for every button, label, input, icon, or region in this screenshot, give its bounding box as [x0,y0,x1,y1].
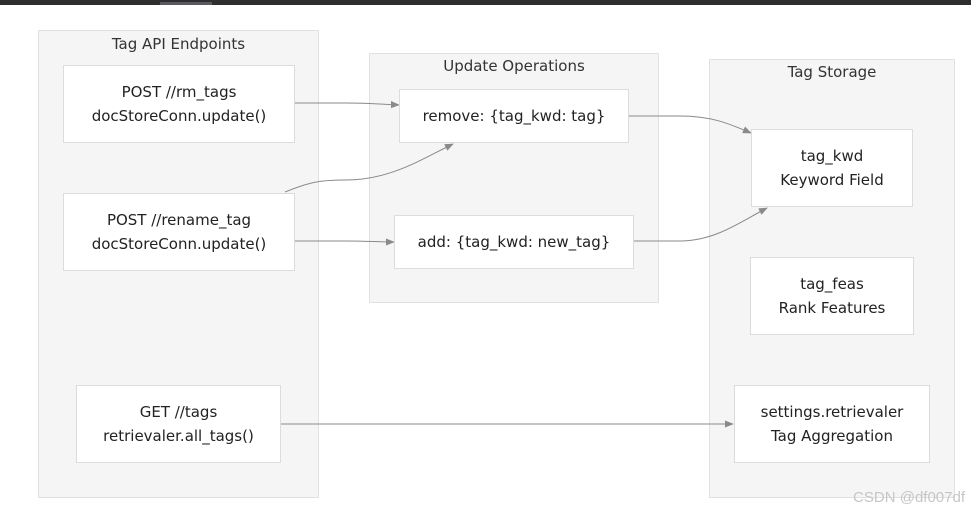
node-tag-kwd-line1: tag_kwd [800,147,864,165]
cluster-title-api: Tag API Endpoints [111,35,246,53]
node-tag-aggregation-line2: Tag Aggregation [771,427,893,445]
node-post-rm-tags-line2: docStoreConn.update() [91,107,267,125]
node-add-operation[interactable]: add: {tag_kwd: new_tag} [394,215,634,269]
node-remove-operation[interactable]: remove: {tag_kwd: tag} [399,89,629,143]
cluster-title-ops: Update Operations [443,57,585,75]
window-top-bar [0,0,971,5]
node-tag-kwd-line2: Keyword Field [780,171,884,189]
node-post-rename-tag-line2: docStoreConn.update() [91,235,267,253]
node-tag-feas-line1: tag_feas [800,275,864,293]
node-get-tags-line2: retrievaler.all_tags() [103,427,254,445]
node-post-rename-tag-line1: POST //rename_tag [106,211,252,229]
watermark: CSDN @df007df [853,489,965,506]
node-tag-kwd[interactable]: tag_kwd Keyword Field [751,129,913,207]
top-bar-tab-indicator [160,2,212,5]
node-get-tags-line1: GET //tags [139,403,218,421]
node-post-rm-tags-line1: POST //rm_tags [121,83,237,101]
node-post-rename-tag[interactable]: POST //rename_tag docStoreConn.update() [63,193,295,271]
node-add-operation-label: add: {tag_kwd: new_tag} [417,233,611,251]
node-tag-aggregation[interactable]: settings.retrievaler Tag Aggregation [734,385,930,463]
node-get-tags[interactable]: GET //tags retrievaler.all_tags() [76,385,281,463]
node-post-rm-tags[interactable]: POST //rm_tags docStoreConn.update() [63,65,295,143]
node-tag-feas-line2: Rank Features [778,299,886,317]
cluster-title-storage: Tag Storage [787,63,877,81]
node-remove-operation-label: remove: {tag_kwd: tag} [422,107,606,125]
node-tag-feas[interactable]: tag_feas Rank Features [750,257,914,335]
node-tag-aggregation-line1: settings.retrievaler [760,403,904,421]
